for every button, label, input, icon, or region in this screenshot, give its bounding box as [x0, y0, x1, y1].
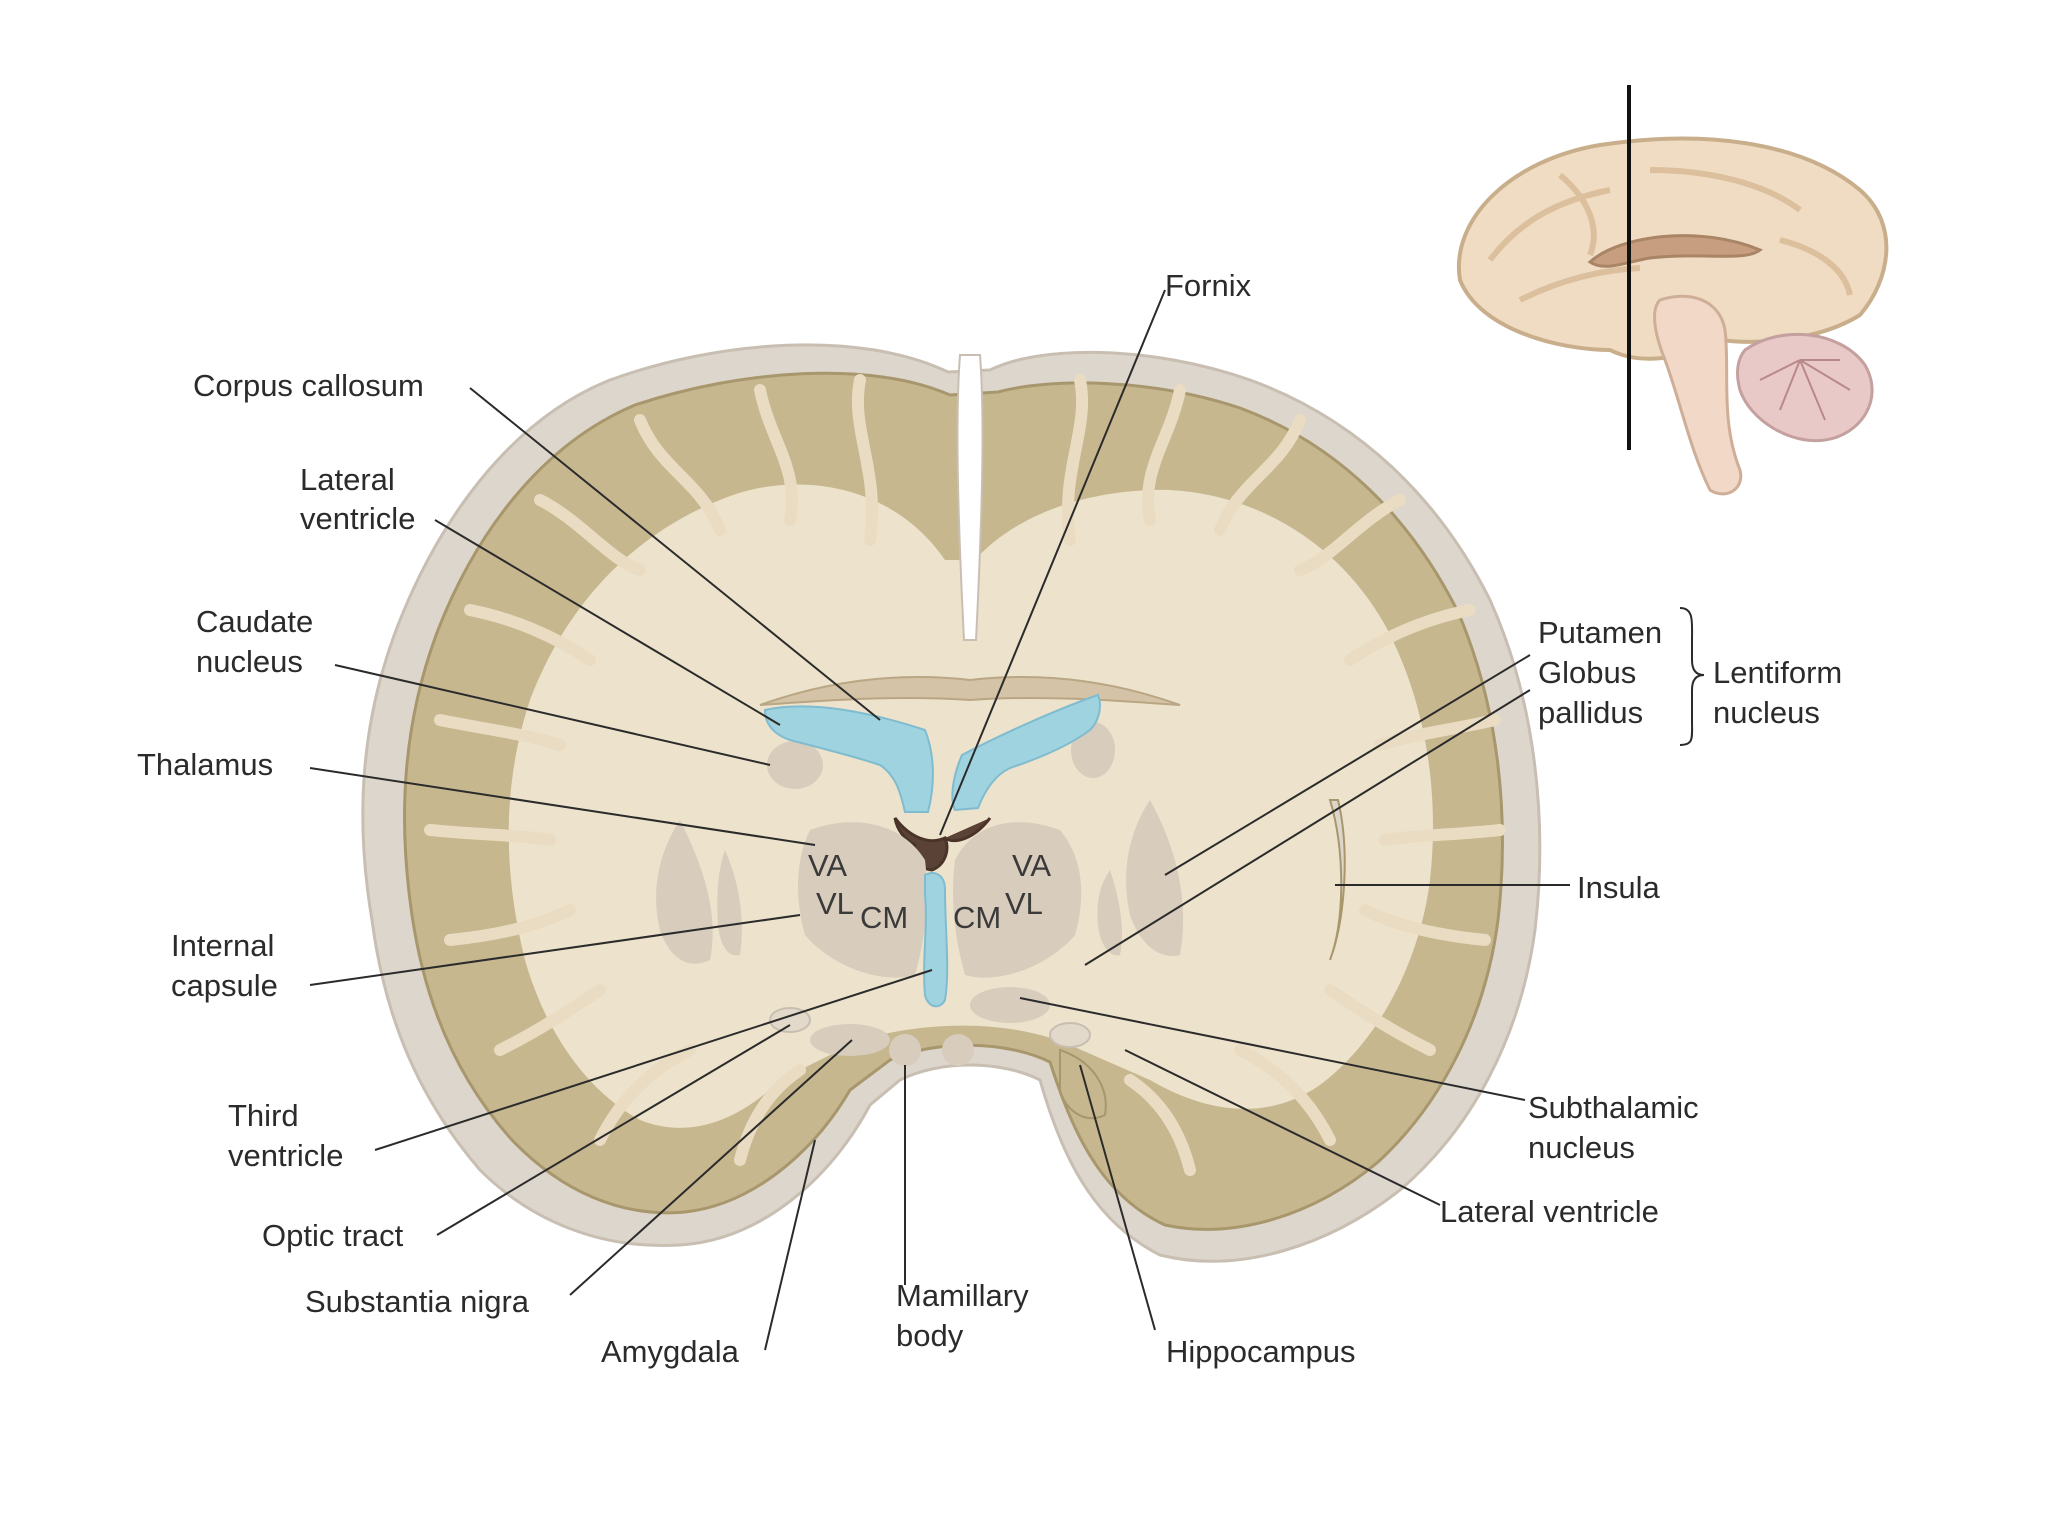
inset-cerebellum-folia: [1759, 359, 1851, 421]
subthalamic-nucleus: [970, 987, 1050, 1023]
sagittal-brain-inset: [1456, 85, 1889, 496]
leader-optic-tract: [436, 1024, 791, 1236]
mamillary-body-right: [942, 1034, 974, 1066]
globus-pallidus-right: [1097, 870, 1122, 956]
longitudinal-fissure: [956, 354, 984, 641]
inset-gyri: [1487, 167, 1853, 303]
label-third-ventricle-line1: Third: [228, 1098, 299, 1133]
hippocampus: [1059, 1048, 1107, 1120]
leader-globus-pallidus: [1084, 689, 1531, 966]
nucleus-label-va-right: VA: [1012, 848, 1051, 883]
optic-tract-left: [769, 1007, 811, 1033]
label-insula: Insula: [1577, 870, 1660, 905]
inset-brainstem: [1653, 294, 1743, 496]
third-ventricle: [923, 872, 949, 1008]
label-mamillary-line2: body: [896, 1318, 964, 1353]
leader-substantia-nigra: [569, 1039, 853, 1296]
substantia-nigra: [810, 1024, 890, 1056]
label-internal-capsule-line1: Internal: [171, 928, 274, 963]
leader-amygdala: [764, 1139, 816, 1351]
leader-lateral-ventricle-top: [434, 519, 781, 726]
structure-labels: Fornix Corpus callosum Lateral ventricle…: [137, 268, 1842, 1369]
label-substantia-nigra: Substantia nigra: [305, 1284, 530, 1319]
label-mamillary-line1: Mamillary: [896, 1278, 1029, 1313]
leader-lateral-ventricle-bottom: [1124, 1049, 1441, 1206]
label-lateral-ventricle-top-line2: ventricle: [300, 501, 415, 536]
lateral-ventricle-right: [951, 693, 1101, 812]
lentiform-nucleus-left-inner: [717, 850, 742, 956]
label-internal-capsule-line2: capsule: [171, 968, 278, 1003]
label-globus-line1: Globus: [1538, 655, 1636, 690]
coronal-section: [361, 343, 1542, 1263]
putamen-right: [1126, 800, 1184, 956]
inset-cerebellum: [1736, 332, 1874, 443]
label-lateral-ventricle-top-line1: Lateral: [300, 462, 395, 497]
insula-cortex: [1328, 799, 1346, 961]
leader-fornix: [939, 289, 1166, 836]
nucleus-label-va-left: VA: [808, 848, 847, 883]
optic-tract-right: [1049, 1022, 1091, 1048]
label-lentiform-line1: Lentiform: [1713, 655, 1842, 690]
leader-subthalamic: [1019, 997, 1526, 1101]
label-thalamus: Thalamus: [137, 747, 273, 782]
mamillary-body-left: [889, 1034, 921, 1066]
label-putamen: Putamen: [1538, 615, 1662, 650]
label-lentiform-line2: nucleus: [1713, 695, 1820, 730]
label-caudate-line1: Caudate: [196, 604, 313, 639]
label-subthalamic-line1: Subthalamic: [1528, 1090, 1699, 1125]
leader-putamen: [1164, 654, 1531, 876]
lentiform-brace: [1679, 607, 1705, 746]
leader-caudate: [334, 664, 771, 766]
label-caudate-line2: nucleus: [196, 644, 303, 679]
leader-lines: [309, 289, 1705, 1351]
label-fornix: Fornix: [1165, 268, 1252, 303]
thalamus-left: [798, 822, 927, 978]
leader-thalamus: [309, 767, 816, 846]
thalamic-nuclei-labels: VA VL CM VA VL CM: [808, 848, 1051, 935]
nucleus-label-vl-right: VL: [1005, 886, 1043, 921]
nucleus-label-vl-left: VL: [816, 886, 854, 921]
label-globus-line2: pallidus: [1538, 695, 1643, 730]
inset-corpus-callosum: [1587, 234, 1763, 268]
label-corpus-callosum: Corpus callosum: [193, 368, 424, 403]
thalamus-right: [953, 822, 1082, 978]
leader-internal-capsule: [309, 914, 801, 986]
label-lateral-ventricle-bottom: Lateral ventricle: [1440, 1194, 1659, 1229]
label-amygdala: Amygdala: [601, 1334, 740, 1369]
sulci-left-hemisphere: [424, 374, 879, 1166]
label-third-ventricle-line2: ventricle: [228, 1138, 343, 1173]
label-hippocampus: Hippocampus: [1166, 1334, 1356, 1369]
lentiform-nucleus-left: [656, 820, 713, 964]
caudate-nucleus-left: [767, 741, 823, 789]
label-subthalamic-line2: nucleus: [1528, 1130, 1635, 1165]
leader-third-ventricle: [374, 969, 933, 1151]
leader-hippocampus: [1079, 1064, 1156, 1331]
corpus-callosum: [759, 676, 1181, 706]
nucleus-label-cm-right: CM: [953, 900, 1001, 935]
sulci-right-hemisphere: [1061, 374, 1506, 1176]
leader-corpus-callosum: [469, 387, 881, 721]
nucleus-label-cm-left: CM: [860, 900, 908, 935]
label-optic-tract: Optic tract: [262, 1218, 404, 1253]
